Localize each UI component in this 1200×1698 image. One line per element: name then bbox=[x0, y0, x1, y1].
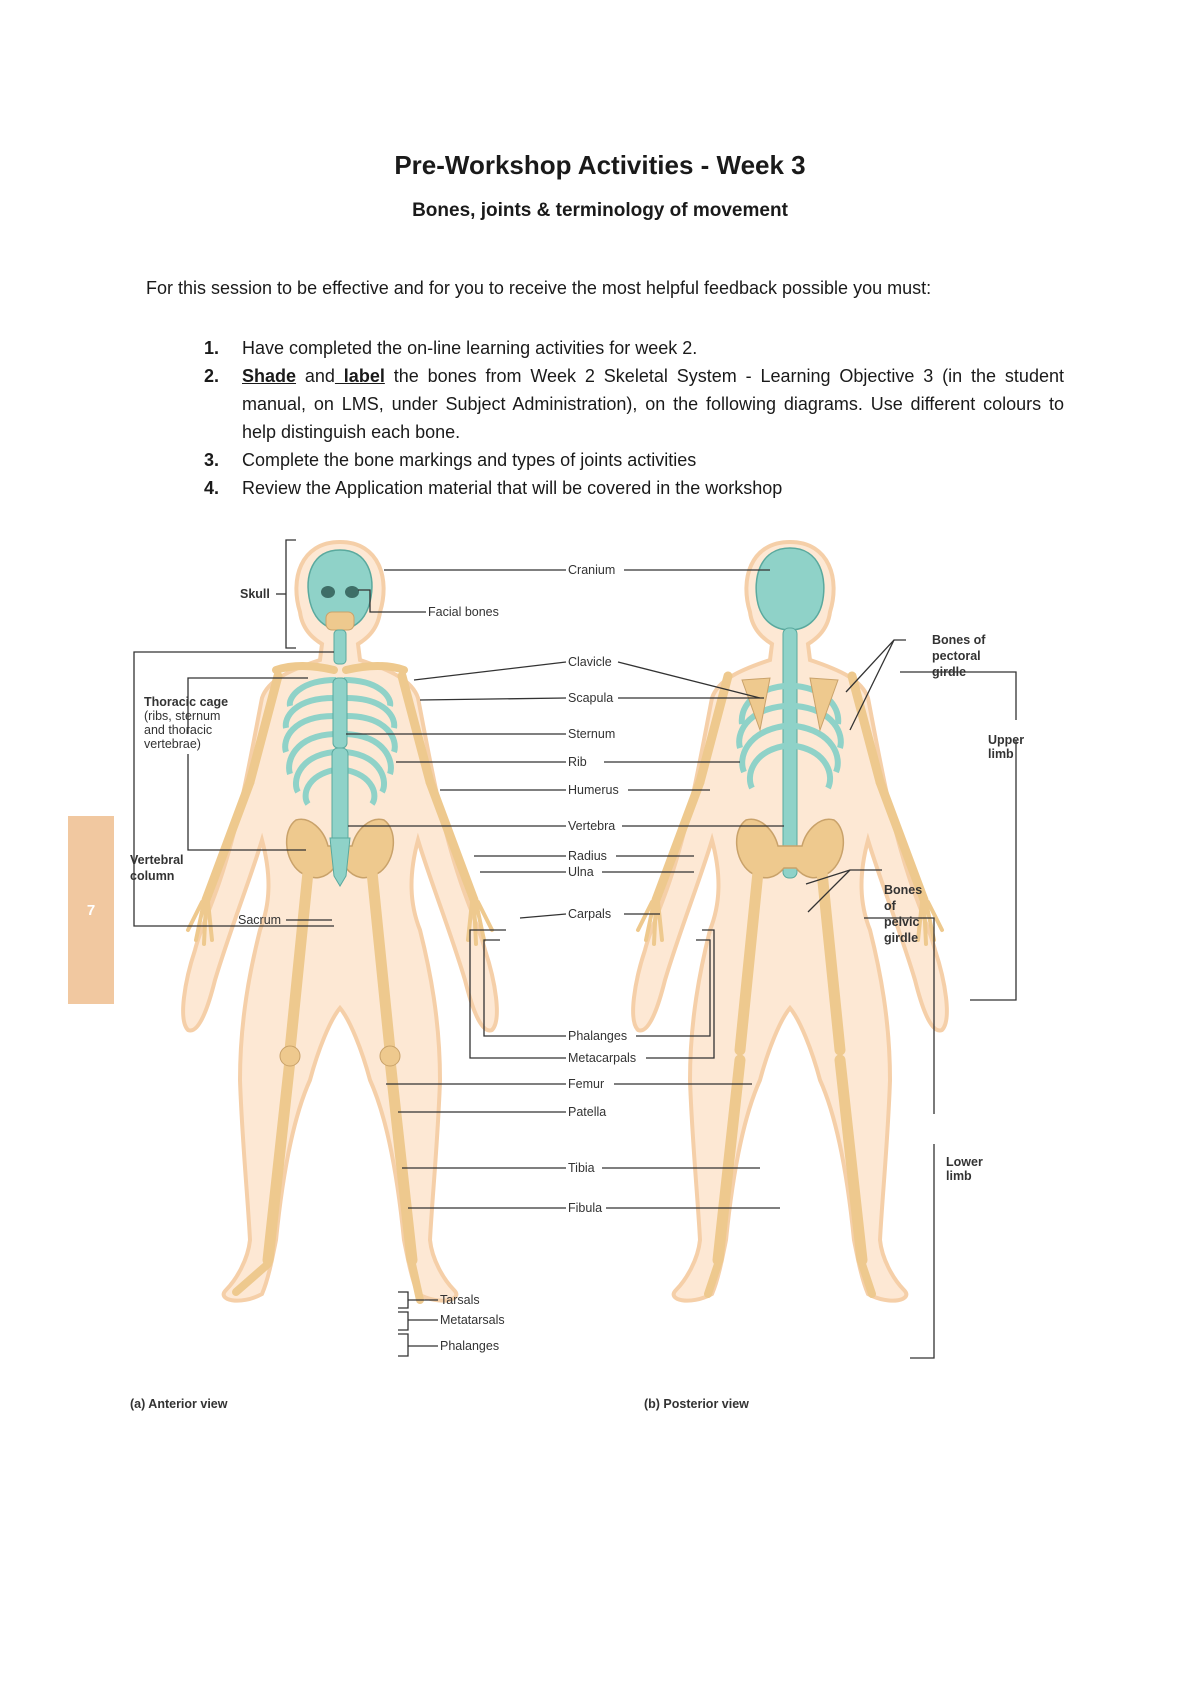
label-keyword: label bbox=[334, 366, 385, 386]
posterior-arm-bones bbox=[651, 671, 929, 905]
label-lower-limb: limb bbox=[946, 1169, 972, 1183]
patella-right bbox=[379, 1045, 401, 1067]
label-thoracic-cage-detail: and thoracic bbox=[144, 723, 212, 737]
task-number: 4. bbox=[204, 478, 220, 498]
task-text: Review the Application material that wil… bbox=[242, 478, 783, 498]
shade-keyword: Shade bbox=[242, 366, 297, 386]
label-carpals: Carpals bbox=[568, 907, 611, 921]
label-tarsals: Tarsals bbox=[440, 1293, 480, 1307]
label-vertebral-column: column bbox=[130, 869, 174, 883]
scapula-right bbox=[809, 677, 839, 732]
and-word: and bbox=[296, 366, 335, 386]
label-upper-limb: Upper bbox=[988, 733, 1024, 747]
anterior-ribcage bbox=[282, 677, 398, 806]
task-text: Shade and label the bones from Week 2 Sk… bbox=[242, 362, 1064, 446]
label-cranium: Cranium bbox=[568, 563, 615, 577]
left-group-labels: Skull Thoracic cage (ribs, sternum and t… bbox=[130, 587, 281, 927]
right-group-labels: Bones of pectoral girdle Upper limb Bone… bbox=[884, 633, 1024, 1183]
task-text: Complete the bone markings and types of … bbox=[242, 450, 697, 470]
anterior-arm-bones bbox=[201, 671, 479, 905]
task-number: 2. bbox=[204, 366, 220, 386]
label-vertebral-column: Vertebral bbox=[130, 853, 184, 867]
eye-socket-right bbox=[345, 586, 359, 598]
label-lower-limb: Lower bbox=[946, 1155, 983, 1169]
task-number: 3. bbox=[204, 450, 220, 470]
label-skull: Skull bbox=[240, 587, 270, 601]
label-facial-bones: Facial bones bbox=[428, 605, 499, 619]
task-item: 1. Have completed the on-line learning a… bbox=[204, 334, 1064, 362]
anterior-leg-bones bbox=[262, 866, 418, 1266]
posterior-skull bbox=[755, 547, 825, 631]
page-title: Pre-Workshop Activities - Week 3 bbox=[394, 150, 806, 180]
task-item: 2. Shade and label the bones from Week 2… bbox=[204, 362, 1064, 446]
label-pelvic-girdle: pelvic bbox=[884, 915, 919, 929]
posterior-spine bbox=[782, 627, 798, 879]
label-femur: Femur bbox=[568, 1077, 604, 1091]
label-pectoral-girdle: Bones of bbox=[932, 633, 986, 647]
anterior-foot-right bbox=[408, 1260, 424, 1304]
task-item: 4. Review the Application material that … bbox=[204, 474, 1064, 502]
label-pectoral-girdle: pectoral bbox=[932, 649, 981, 663]
label-thoracic-cage-detail: (ribs, sternum bbox=[144, 709, 220, 723]
label-rib: Rib bbox=[568, 755, 587, 769]
posterior-foot-right bbox=[858, 1260, 876, 1298]
caption-posterior-view: (b) Posterior view bbox=[644, 1397, 749, 1411]
anterior-hands bbox=[186, 900, 494, 946]
label-pelvic-girdle: girdle bbox=[884, 931, 918, 945]
task-list: 1. Have completed the on-line learning a… bbox=[204, 334, 1064, 502]
posterior-foot-left bbox=[704, 1260, 722, 1298]
clavicle-right bbox=[342, 662, 408, 674]
label-fibula: Fibula bbox=[568, 1201, 602, 1215]
label-pelvic-girdle: of bbox=[884, 899, 897, 913]
skeleton-diagram: Cranium Facial bones Clavicle Scapula St… bbox=[130, 539, 1024, 1411]
label-sacrum: Sacrum bbox=[238, 913, 281, 927]
label-thoracic-cage: Thoracic cage bbox=[144, 695, 228, 709]
task-number: 1. bbox=[204, 338, 220, 358]
label-humerus: Humerus bbox=[568, 783, 619, 797]
posterior-ribcage bbox=[736, 683, 844, 790]
eye-socket-left bbox=[321, 586, 335, 598]
anterior-foot-left bbox=[232, 1260, 272, 1296]
clavicle-left bbox=[272, 662, 338, 674]
label-patella: Patella bbox=[568, 1105, 606, 1119]
sacrum-bone bbox=[329, 837, 351, 887]
cervical-spine bbox=[333, 629, 347, 665]
label-metatarsals: Metatarsals bbox=[440, 1313, 505, 1327]
caption-anterior-view: (a) Anterior view bbox=[130, 1397, 228, 1411]
label-metacarpals: Metacarpals bbox=[568, 1051, 636, 1065]
label-thoracic-cage-detail: vertebrae) bbox=[144, 737, 201, 751]
task-text: Have completed the on-line learning acti… bbox=[242, 338, 698, 358]
label-pectoral-girdle: girdle bbox=[932, 665, 966, 679]
label-vertebra: Vertebra bbox=[568, 819, 615, 833]
label-clavicle: Clavicle bbox=[568, 655, 612, 669]
label-phalanges-hand: Phalanges bbox=[568, 1029, 627, 1043]
label-ulna: Ulna bbox=[568, 865, 594, 879]
lumbar-spine bbox=[331, 747, 349, 849]
page-subtitle: Bones, joints & terminology of movement bbox=[412, 200, 788, 221]
anterior-jaw bbox=[325, 611, 355, 631]
patella-left bbox=[279, 1045, 301, 1067]
posterior-leg-bones bbox=[712, 866, 868, 1266]
posterior-hands bbox=[636, 900, 944, 946]
posterior-skeleton-figure bbox=[631, 539, 949, 1303]
label-tibia: Tibia bbox=[568, 1161, 595, 1175]
page-number: 7 bbox=[86, 901, 96, 919]
posterior-pelvis bbox=[735, 818, 845, 879]
label-scapula: Scapula bbox=[568, 691, 613, 705]
anterior-skeleton-figure bbox=[181, 539, 499, 1304]
sternum bbox=[332, 677, 348, 749]
label-pelvic-girdle: Bones bbox=[884, 883, 922, 897]
label-sternum: Sternum bbox=[568, 727, 615, 741]
center-labels: Cranium Facial bones Clavicle Scapula St… bbox=[428, 563, 636, 1353]
intro-paragraph: For this session to be effective and for… bbox=[146, 278, 932, 298]
task-item: 3. Complete the bone markings and types … bbox=[204, 446, 1064, 474]
label-radius: Radius bbox=[568, 849, 607, 863]
task-text-rest: the bones from Week 2 Skeletal System - … bbox=[242, 366, 1064, 442]
leader-lines bbox=[133, 539, 1017, 1359]
page-number-tab: 7 bbox=[68, 816, 114, 1004]
label-upper-limb: limb bbox=[988, 747, 1014, 761]
view-captions: (a) Anterior view (b) Posterior view bbox=[130, 1397, 749, 1411]
label-phalanges-foot: Phalanges bbox=[440, 1339, 499, 1353]
scapula-left bbox=[741, 677, 771, 732]
